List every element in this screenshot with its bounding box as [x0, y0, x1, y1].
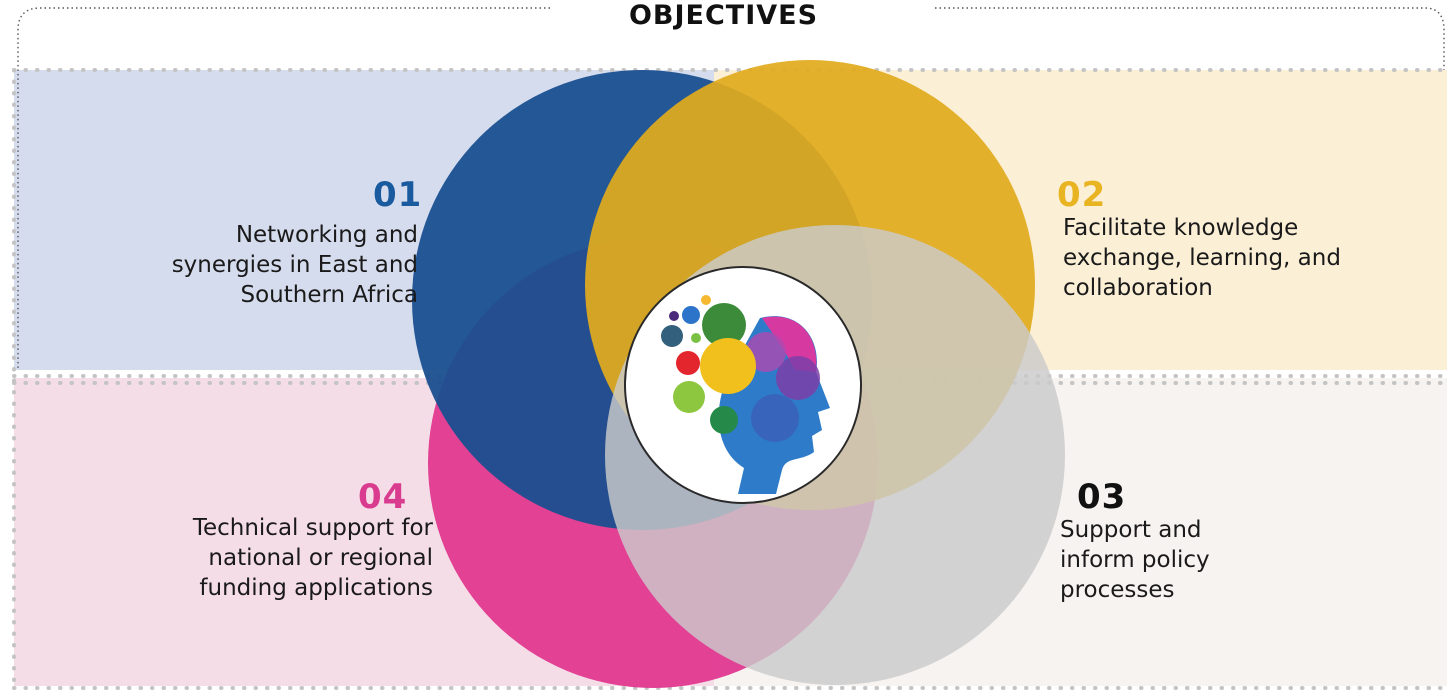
- objective-03-text: Support and inform policy processes: [1060, 517, 1210, 603]
- objective-03-number: 03: [1077, 477, 1127, 517]
- objective-04-text: Technical support for national or region…: [192, 515, 433, 601]
- frame-line-right: [935, 7, 1445, 70]
- objective-04-number: 04: [358, 477, 408, 517]
- logo: [624, 266, 862, 504]
- page-title: OBJECTIVES: [628, 0, 819, 31]
- brain-head-icon: [661, 295, 830, 494]
- objective-02-text: Facilitate knowledge exchange, learning,…: [1063, 215, 1341, 301]
- frame-line-left: [17, 7, 550, 370]
- objective-02-number: 02: [1057, 175, 1107, 215]
- objective-01-text: Networking and synergies in East and Sou…: [171, 222, 418, 308]
- objective-01-number: 01: [373, 175, 423, 215]
